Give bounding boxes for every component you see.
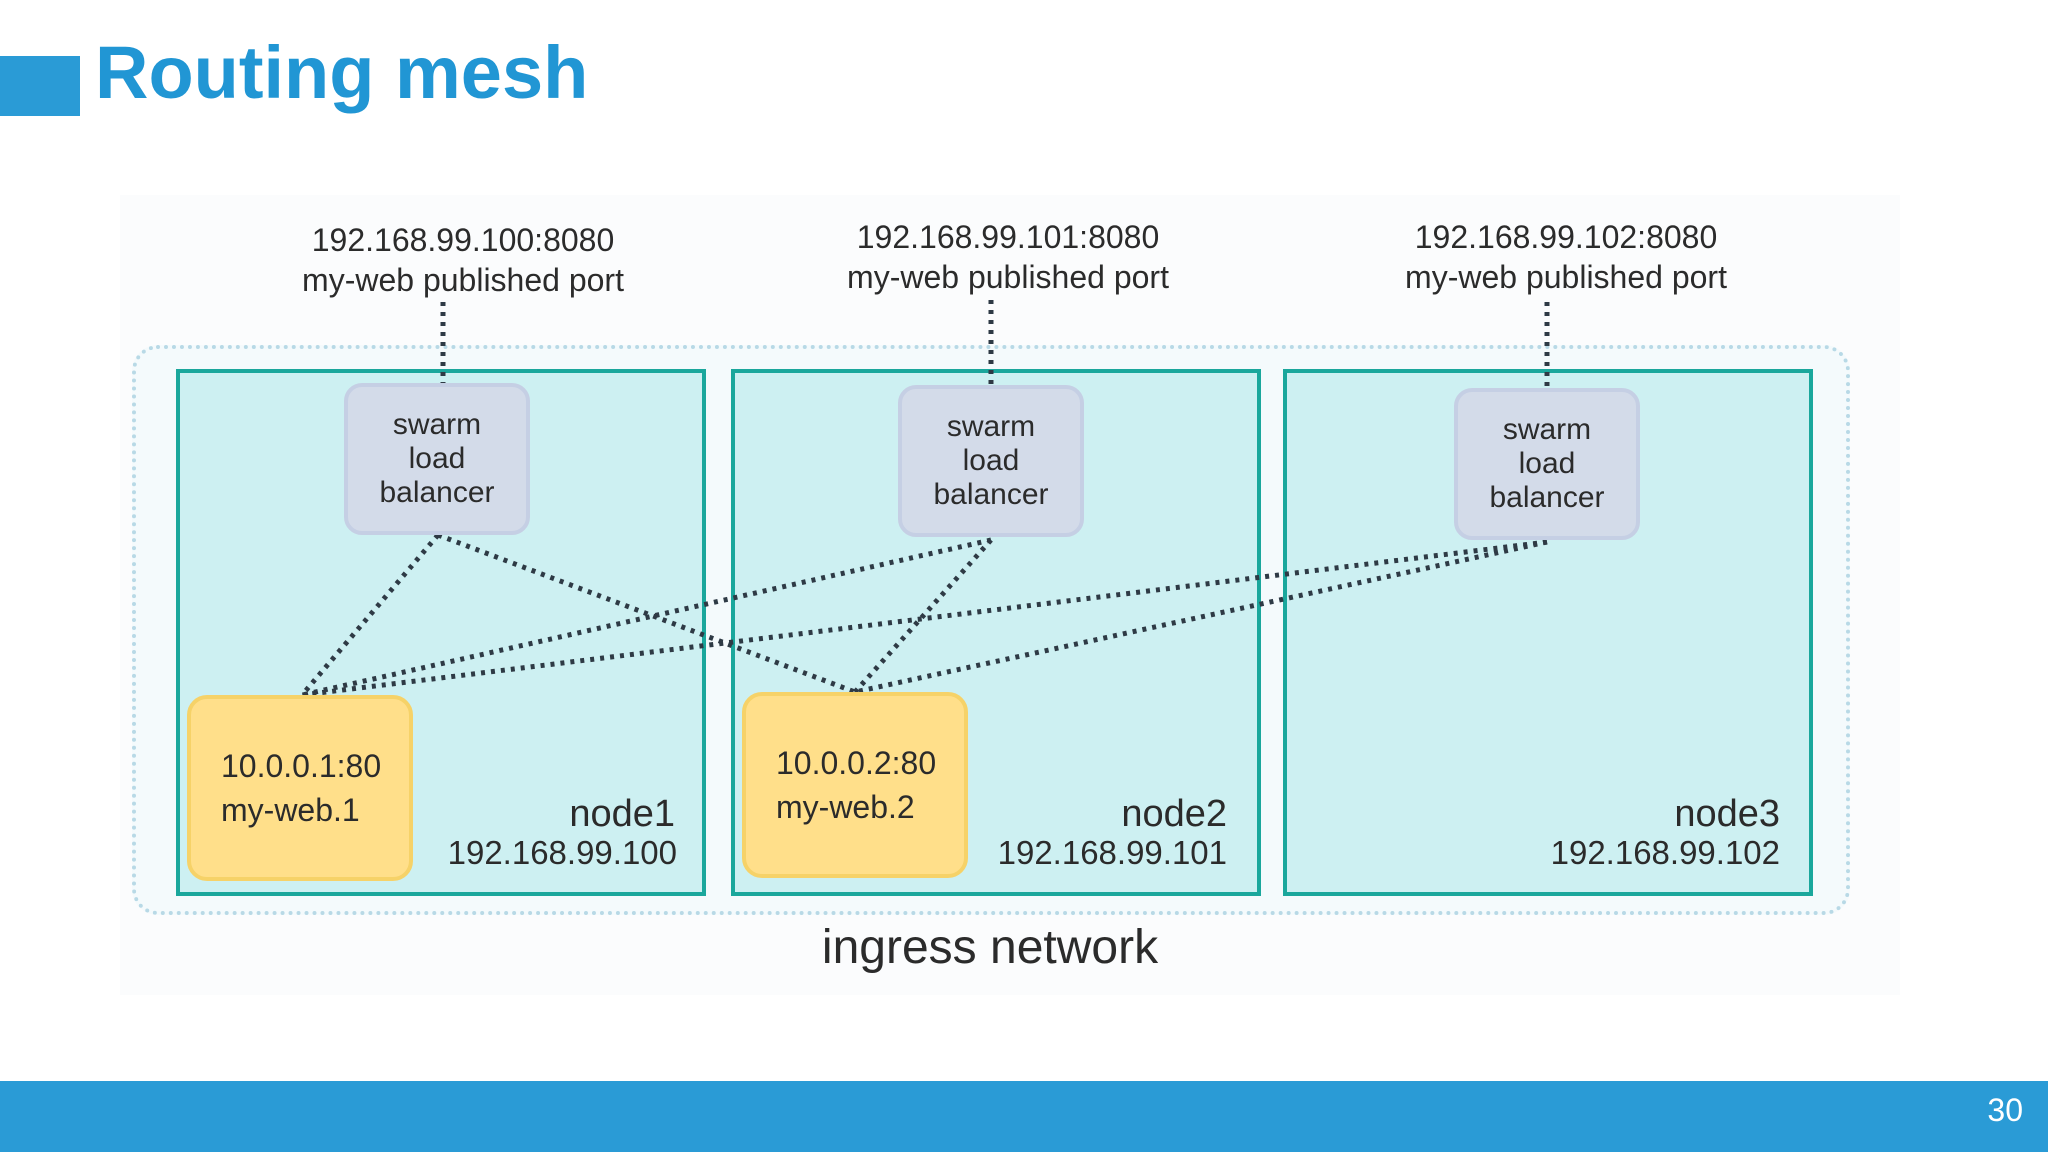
service-address: 10.0.0.2:80 — [776, 745, 937, 781]
lb-label: swarm — [1502, 413, 1592, 446]
lb-label: balancer — [379, 476, 495, 509]
node1-ip: 192.168.99.100 — [447, 834, 677, 871]
node1-load-balancer: swarm load balancer — [344, 383, 530, 535]
lb-label: load — [408, 442, 466, 475]
ingress-network-label: ingress network — [821, 921, 1159, 974]
node1-name: node1 — [569, 793, 675, 835]
lb-label: balancer — [933, 478, 1049, 511]
lb3-to-web2 — [854, 539, 1548, 695]
node3-load-balancer: swarm load balancer — [1454, 388, 1640, 540]
node2-port-caption: my-web published port — [847, 259, 1169, 295]
service-name: my-web.1 — [221, 792, 360, 828]
node1-published-port: 192.168.99.100:8080 my-web published por… — [253, 220, 673, 300]
lb-label: balancer — [1489, 481, 1605, 514]
lb-label: swarm — [392, 408, 482, 441]
lb1-to-web1 — [300, 533, 440, 697]
node2-load-balancer: swarm load balancer — [898, 385, 1084, 537]
service-address: 10.0.0.1:80 — [221, 748, 382, 784]
node3-port-address: 192.168.99.102:8080 — [1414, 219, 1718, 255]
lb3-to-web1 — [301, 539, 1548, 698]
lb-label: load — [1518, 447, 1576, 480]
node3-name: node3 — [1674, 793, 1780, 835]
service-task-my-web-2: 10.0.0.2:80 my-web.2 — [742, 692, 968, 878]
node3-published-port: 192.168.99.102:8080 my-web published por… — [1356, 217, 1776, 297]
footer-bar — [0, 1081, 2048, 1152]
node3-port-caption: my-web published port — [1405, 259, 1727, 295]
node2-port-address: 192.168.99.101:8080 — [856, 219, 1160, 255]
node3-ip: 192.168.99.102 — [1550, 834, 1780, 871]
lb2-to-web2 — [853, 538, 993, 694]
page-number: 30 — [1987, 1092, 2023, 1128]
lb-label: swarm — [946, 410, 1036, 443]
node1-port-address: 192.168.99.100:8080 — [311, 222, 615, 258]
lb2-to-web1 — [301, 537, 992, 698]
node2-published-port: 192.168.99.101:8080 my-web published por… — [798, 217, 1218, 297]
node2-ip: 192.168.99.101 — [997, 834, 1227, 871]
service-task-my-web-1: 10.0.0.1:80 my-web.1 — [187, 695, 413, 881]
node2-name: node2 — [1121, 793, 1227, 835]
lb1-to-web2 — [437, 532, 856, 695]
title-accent-block — [0, 56, 80, 116]
service-name: my-web.2 — [776, 789, 915, 825]
slide-title: Routing mesh — [95, 31, 589, 114]
lb-label: load — [962, 444, 1020, 477]
node1-port-caption: my-web published port — [302, 262, 624, 298]
